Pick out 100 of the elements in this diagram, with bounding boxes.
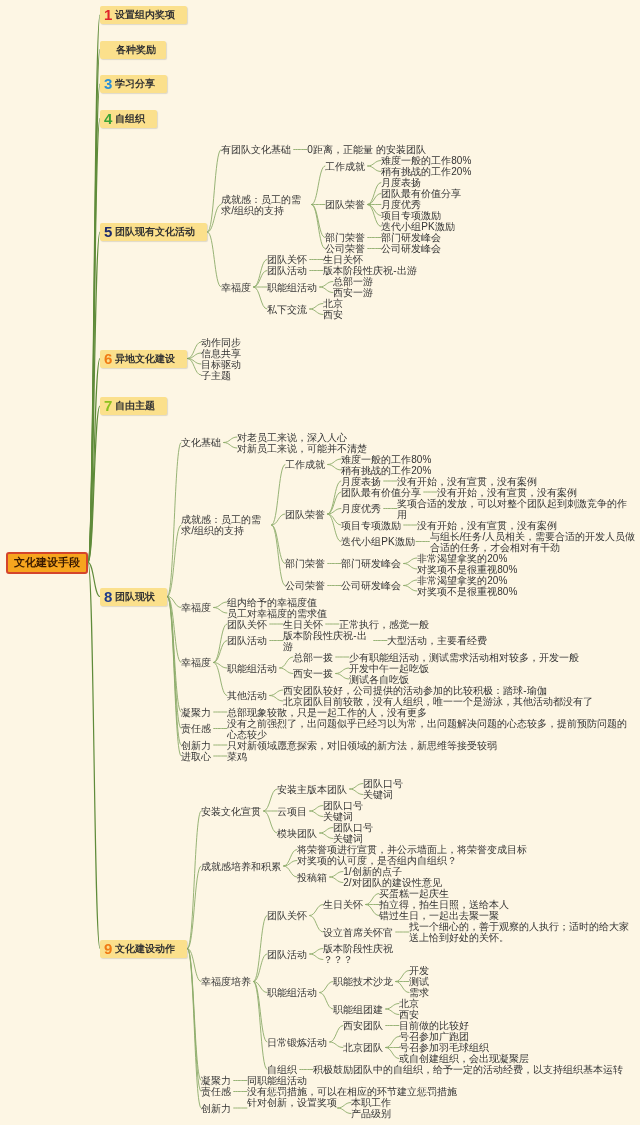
branch-line	[326, 458, 342, 465]
branch-text: 没有开始，没有宣贯，没有案例	[397, 475, 540, 487]
branch-line	[364, 893, 380, 905]
branch-line	[318, 827, 334, 834]
branch-text: 幸福度	[221, 281, 254, 293]
branch-text: 月度表扬	[381, 177, 424, 188]
branch-line	[326, 464, 342, 471]
branch-text: 少有职能组活动，测试需求活动相对较多，开发一般	[349, 651, 582, 663]
branch-text: 测试各自吃饭	[349, 673, 412, 685]
branch-text: 没有之前强烈了，出问题似乎已经习以为常，出问题解决问题的心态较多，提前预防问题的心态较少	[227, 717, 636, 740]
branch-text: 产品级别	[351, 1108, 394, 1119]
branch-text: 团队荣誉	[285, 508, 328, 520]
branch-text: 员工对幸福度的需求值	[227, 607, 330, 619]
branch-text: 幸福度	[181, 657, 214, 668]
branch-line	[268, 623, 284, 625]
branch-line	[336, 1102, 352, 1109]
topic-box	[100, 75, 168, 93]
branch-line	[262, 810, 278, 834]
branch-line	[308, 805, 324, 812]
topic-box	[100, 109, 158, 128]
branch-text: 北京	[323, 298, 346, 309]
branch-line	[324, 623, 340, 625]
branch-text: 安装主版本团队	[277, 783, 350, 795]
branch-text: 积极鼓励团队中的自组织，给予一定的活动经费，以支持组织基本运转	[313, 1064, 626, 1075]
branch-line	[166, 442, 182, 597]
branch-line	[402, 557, 418, 564]
branch-text: 幸福度培养	[201, 976, 254, 987]
branch-text: 稍有挑战的工作20%	[381, 166, 472, 177]
branch-text: 错过生日，一起出去聚一聚	[379, 910, 502, 921]
branch-line	[186, 810, 202, 949]
branch-line	[402, 579, 418, 586]
branch-line	[282, 860, 298, 867]
branch-line	[328, 871, 344, 878]
branch-text: 项目专项激励	[381, 210, 444, 221]
branch-text: 团队关怀	[267, 254, 310, 265]
branch-text: 北京团队	[343, 1042, 386, 1053]
topic-number: 9	[104, 940, 113, 957]
branch-text: 关键词	[363, 789, 396, 800]
branch-line	[384, 1008, 400, 1015]
branch-text: 正常执行，感觉一般	[339, 618, 432, 630]
branch-line	[366, 204, 382, 216]
branch-text: 子主题	[201, 369, 234, 381]
branch-text: 开发	[409, 965, 432, 976]
branch-text: 团队最有价值分享	[381, 188, 464, 199]
branch-text: 月度优秀	[341, 503, 384, 514]
branch-line	[328, 1025, 344, 1043]
branch-line	[348, 783, 364, 790]
branch-text: 稍有挑战的工作20%	[341, 464, 432, 476]
branch-text: 找一个细心的，善于观察的人执行；适时的给大家送上恰到好处的关怀。	[409, 921, 636, 943]
topic-title: 设置组内奖项	[115, 9, 176, 21]
branch-line	[252, 981, 268, 1070]
branch-text: 项目专项激励	[341, 519, 404, 531]
branch-text: 关键词	[323, 811, 356, 822]
branch-text: 号召参加广跑团	[399, 1031, 472, 1042]
branch-text: 买蛋糕一起庆生	[379, 888, 452, 899]
branch-line	[372, 640, 388, 641]
topic-title: 自由主题	[115, 400, 156, 412]
branch-line	[232, 1091, 248, 1092]
topic-number: 7	[104, 398, 113, 414]
branch-text: 西安	[399, 1009, 422, 1020]
branch-text: 模块团队	[277, 827, 320, 839]
branch-text: 号召参加羽毛球组织	[399, 1042, 492, 1053]
branch-text: 对新员工来说，可能并不清楚	[237, 442, 370, 454]
branch-text: 职能组活动	[267, 281, 320, 293]
branch-text: 成就感培养和积累	[201, 860, 284, 872]
topic-box	[100, 939, 188, 958]
branch-text: 生日关怀	[323, 254, 366, 265]
branch-line	[252, 270, 268, 288]
topic-title: 团队现有文化活动	[115, 226, 196, 238]
branch-text: 大型活动，主要看经费	[387, 635, 490, 646]
branch-text: 版本阶段性庆祝-出游	[323, 265, 422, 276]
topic-box	[100, 223, 208, 241]
branch-line	[310, 204, 326, 205]
branch-line	[186, 358, 202, 365]
branch-line	[186, 341, 202, 359]
branch-line	[186, 358, 202, 376]
branch-text: 职能组团建	[333, 1003, 386, 1015]
branch-line	[212, 662, 228, 669]
branch-text: 组内给予的幸福度值	[227, 596, 320, 608]
topic-title: 学习分享	[115, 78, 156, 90]
branch-text: 进取心	[181, 750, 214, 762]
branch-line	[212, 601, 228, 608]
branch-text: 难度一般的工作80%	[341, 453, 432, 465]
topic-number: 4	[104, 110, 113, 127]
branch-line	[298, 1069, 314, 1070]
branch-line	[212, 607, 228, 614]
branch-line	[222, 442, 238, 449]
branch-text: 创新力	[181, 739, 214, 751]
branch-line	[366, 248, 382, 249]
branch-line	[366, 182, 382, 205]
branch-text: 拍立得，拍生日照，送给本人	[379, 899, 512, 910]
branch-line	[326, 480, 342, 515]
branch-line	[252, 286, 268, 288]
branch-text: 本职工作	[351, 1097, 394, 1108]
branch-line	[394, 970, 410, 982]
branch-line	[186, 948, 202, 982]
branch-text: 迭代小组PK激励	[341, 536, 416, 547]
branch-text: 部门荣誉	[285, 558, 328, 569]
branch-line	[268, 695, 284, 702]
branch-line	[326, 508, 342, 515]
